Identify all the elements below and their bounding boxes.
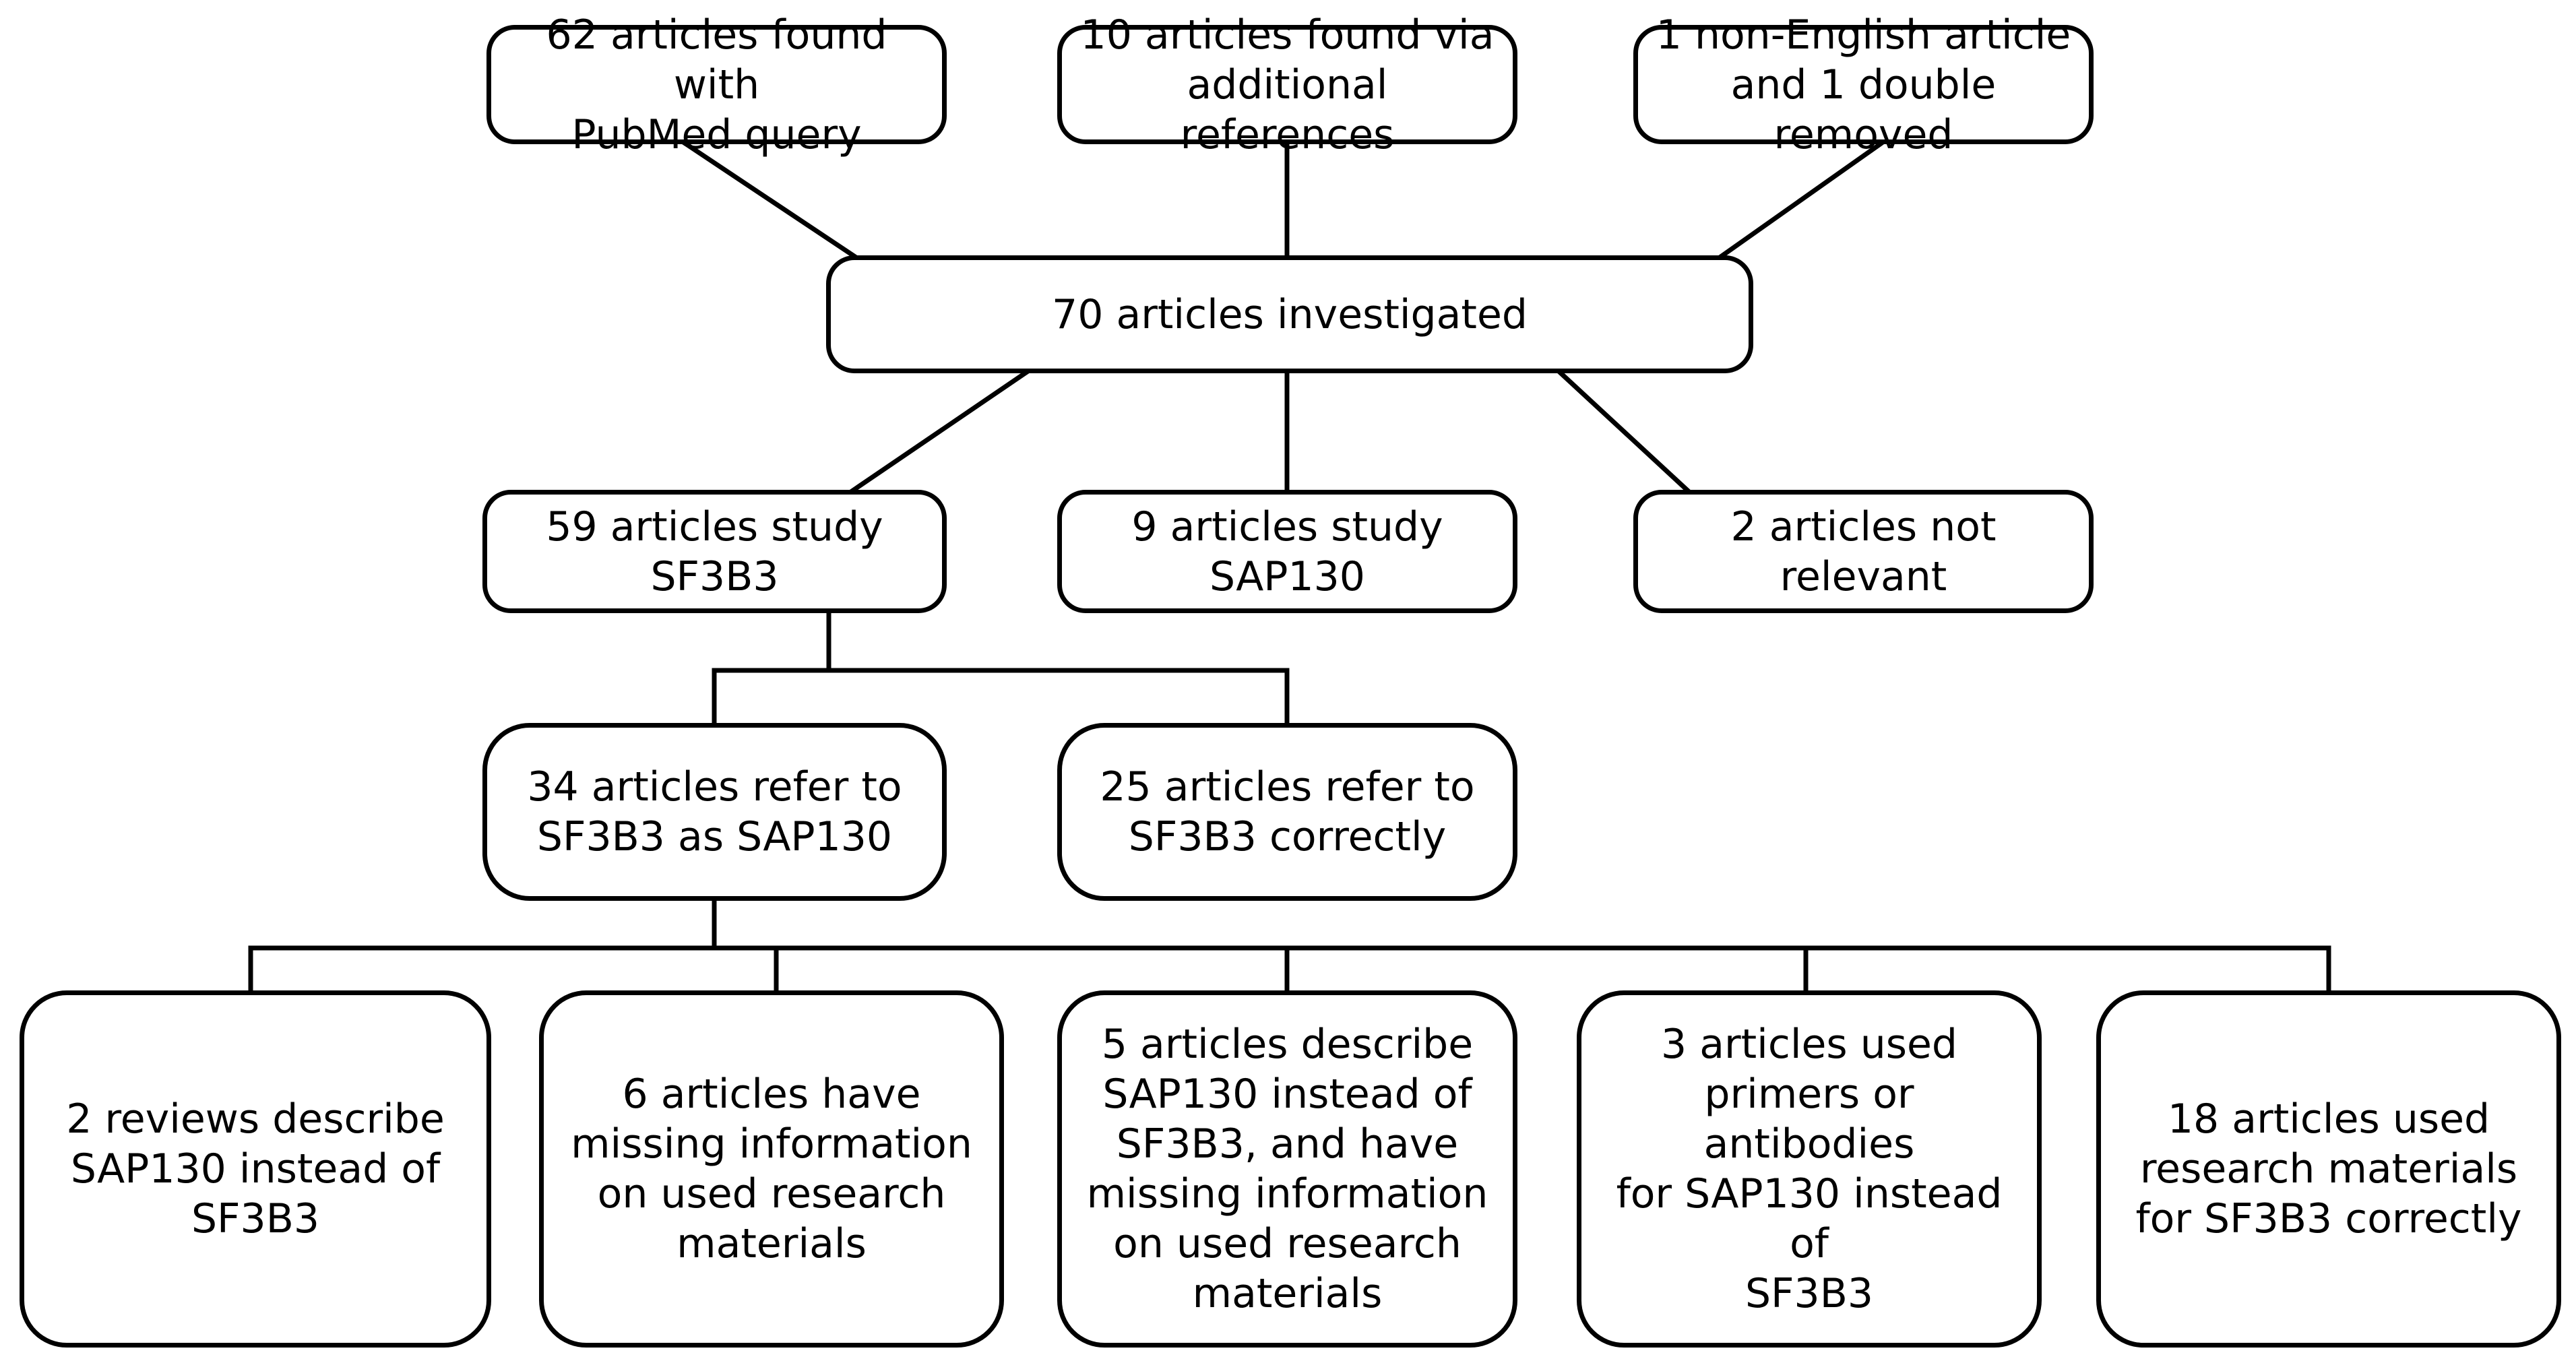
box-additional-references-text: 10 articles found via additional referen… — [1080, 11, 1495, 158]
box-refer-as-sap130: 34 articles refer to SF3B3 as SAP130 — [482, 723, 947, 901]
box-pubmed-query: 62 articles found with PubMed query — [486, 11, 947, 158]
box-not-relevant: 2 articles not relevant — [1633, 490, 2094, 613]
box-reviews-describe-sap130: 2 reviews describe SAP130 instead of SF3… — [20, 990, 491, 1348]
box-refer-correctly: 25 articles refer to SF3B3 correctly — [1057, 723, 1517, 901]
box-study-sf3b3: 59 articles study SF3B3 — [482, 490, 947, 613]
box-refer-as-sap130-text: 34 articles refer to SF3B3 as SAP130 — [527, 763, 902, 860]
connector-source-1 — [676, 136, 862, 263]
connector-source-3 — [1714, 136, 1890, 263]
connector-study-3 — [1553, 366, 1695, 497]
connector-study-1 — [838, 366, 1034, 502]
box-study-sap130-text: 9 articles study SAP130 — [1131, 503, 1443, 600]
box-articles-investigated: 70 articles investigated — [826, 255, 1753, 373]
box-removed-articles: 1 non-English article and 1 double remov… — [1633, 11, 2094, 158]
box-not-relevant-text: 2 articles not relevant — [1730, 503, 1997, 600]
box-used-correctly-text: 18 articles used research materials for … — [2135, 1096, 2522, 1242]
box-primers-antibodies: 3 articles used primers or antibodies fo… — [1577, 990, 2042, 1348]
box-removed-articles-text: 1 non-English article and 1 double remov… — [1656, 11, 2071, 158]
box-used-correctly: 18 articles used research materials for … — [2096, 990, 2561, 1348]
box-additional-references: 10 articles found via additional referen… — [1057, 11, 1517, 158]
box-reviews-describe-sap130-text: 2 reviews describe SAP130 instead of SF3… — [66, 1096, 445, 1242]
box-primers-antibodies-text: 3 articles used primers or antibodies fo… — [1616, 1021, 2003, 1317]
box-describe-and-missing: 5 articles describe SAP130 instead of SF… — [1057, 990, 1517, 1348]
box-study-sap130: 9 articles study SAP130 — [1057, 490, 1517, 613]
box-refer-correctly-text: 25 articles refer to SF3B3 correctly — [1100, 763, 1475, 860]
box-describe-and-missing-text: 5 articles describe SAP130 instead of SF… — [1086, 1021, 1488, 1317]
box-pubmed-query-text: 62 articles found with PubMed query — [546, 11, 887, 158]
box-study-sf3b3-text: 59 articles study SF3B3 — [546, 503, 883, 600]
box-missing-information: 6 articles have missing information on u… — [539, 990, 1004, 1348]
box-articles-investigated-text: 70 articles investigated — [1052, 290, 1528, 338]
box-missing-information-text: 6 articles have missing information on u… — [571, 1071, 972, 1267]
